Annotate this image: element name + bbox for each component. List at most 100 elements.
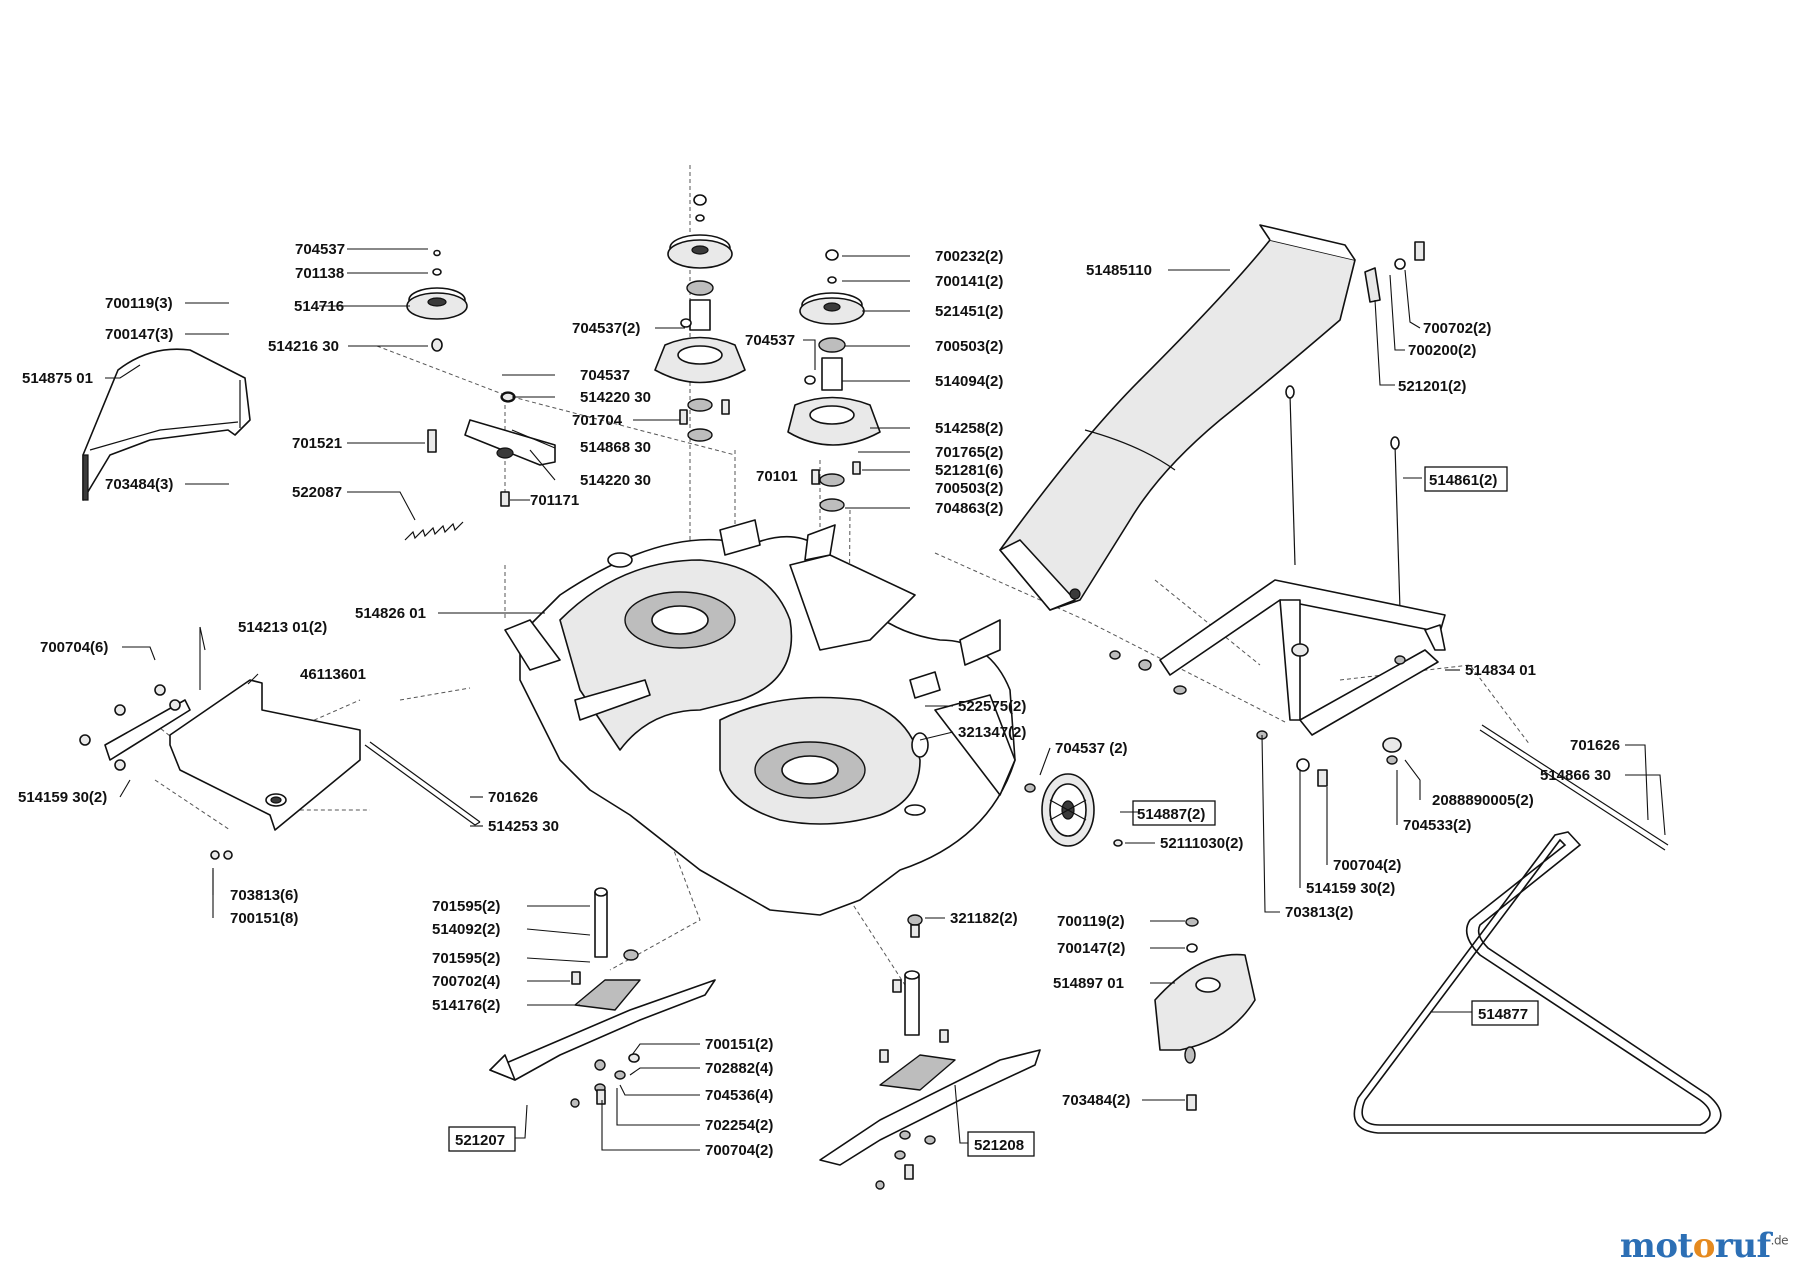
part-label: 700200(2) — [1408, 342, 1476, 359]
part-label: 51485110 — [1086, 262, 1152, 279]
baffle-bracket — [79, 679, 361, 860]
part-label: 514875 01 — [22, 370, 93, 387]
part-label: 70101 — [756, 468, 798, 485]
part-label: 701626 — [488, 789, 538, 806]
part-label: 701521 — [292, 435, 342, 452]
discharge-chute — [999, 224, 1425, 611]
part-label: 514258(2) — [935, 420, 1003, 437]
part-label: 701595(2) — [432, 898, 500, 915]
part-label: 521201(2) — [1398, 378, 1466, 395]
part-label: 514220 30 — [580, 472, 651, 489]
part-label: 514253 30 — [488, 818, 559, 835]
brand-part3: ruf — [1714, 1226, 1771, 1266]
idler-arm — [427, 391, 556, 507]
part-label: 704537(2) — [572, 320, 640, 337]
part-label: 700704(6) — [40, 639, 108, 656]
assembly-lines — [149, 165, 1531, 986]
part-label: 701704 — [572, 412, 623, 429]
spindle-assembly-middle — [654, 194, 746, 442]
part-label-boxed: 514887(2) — [1137, 806, 1205, 823]
part-label: 321347(2) — [958, 724, 1026, 741]
boxed-label-frames — [448, 466, 1539, 1157]
part-label: 700704(2) — [705, 1142, 773, 1159]
part-label: 514866 30 — [1540, 767, 1611, 784]
part-label: 514159 30(2) — [1306, 880, 1395, 897]
v-belt — [1353, 831, 1722, 1134]
part-label: 700503(2) — [935, 480, 1003, 497]
spindle-blade-right — [819, 914, 1041, 1190]
part-label: 704537 (2) — [1055, 740, 1128, 757]
gauge-wheel — [1024, 773, 1123, 847]
part-label: 700503(2) — [935, 338, 1003, 355]
part-label: 522575(2) — [958, 698, 1026, 715]
part-label: 700151(2) — [705, 1036, 773, 1053]
part-label: 514094(2) — [935, 373, 1003, 390]
part-label: 702254(2) — [705, 1117, 773, 1134]
part-label: 700151(8) — [230, 910, 298, 927]
part-label: 704537 — [745, 332, 795, 349]
part-label: 700119(3) — [105, 295, 173, 312]
brand-logo: motoruf.de — [1619, 1226, 1789, 1266]
part-label: 514716 — [294, 298, 344, 315]
pulley-left — [406, 249, 468, 352]
part-label: 700232(2) — [935, 248, 1003, 265]
part-label: 514826 01 — [355, 605, 426, 622]
part-label-boxed: 514877 — [1478, 1006, 1528, 1023]
part-label: 703813(6) — [230, 887, 298, 904]
part-label: 701171 — [530, 492, 579, 509]
part-label: 521451(2) — [935, 303, 1003, 320]
brand-part2: o — [1692, 1226, 1716, 1266]
part-label: 521281(6) — [935, 462, 1003, 479]
part-labels: 704537 701138 700119(3) 514716 700147(3)… — [18, 241, 1620, 1159]
hanger-hardware — [1256, 730, 1402, 787]
part-label: 514868 30 — [580, 439, 651, 456]
part-label: 700702(4) — [432, 973, 500, 990]
part-label: 514176(2) — [432, 997, 500, 1014]
part-label: 700119(2) — [1057, 913, 1125, 930]
spindle-assembly-right — [787, 249, 881, 512]
part-label: 701595(2) — [432, 950, 500, 967]
part-label: 514897 01 — [1053, 975, 1124, 992]
part-label: 514220 30 — [580, 389, 651, 406]
part-label: 2088890005(2) — [1432, 792, 1534, 809]
part-label: 700702(2) — [1423, 320, 1491, 337]
part-label: 700141(2) — [935, 273, 1003, 290]
part-label: 704863(2) — [935, 500, 1003, 517]
part-label: 514092(2) — [432, 921, 500, 938]
part-label: 704537 — [580, 367, 630, 384]
part-label: 701138 — [295, 265, 344, 282]
brand-part1: mot — [1619, 1226, 1693, 1266]
part-label: 704537 — [295, 241, 345, 258]
part-label-boxed: 514861(2) — [1429, 472, 1497, 489]
part-label: 703813(2) — [1285, 904, 1353, 921]
part-label: 700147(2) — [1057, 940, 1125, 957]
rear-rod — [1479, 724, 1669, 851]
part-label: 700147(3) — [105, 326, 173, 343]
part-label: 522087 — [292, 484, 342, 501]
leader-lines — [105, 248, 1666, 1151]
part-label: 702882(4) — [705, 1060, 773, 1077]
part-label: 514216 30 — [268, 338, 339, 355]
spindle-blade-left — [489, 887, 716, 1108]
part-label: 701765(2) — [935, 444, 1003, 461]
part-label: 704536(4) — [705, 1087, 773, 1104]
deck-rod-left — [364, 741, 481, 826]
part-label-boxed: 521207 — [455, 1132, 505, 1149]
part-label: 700704(2) — [1333, 857, 1401, 874]
part-label: 703484(2) — [1062, 1092, 1130, 1109]
part-label-boxed: 521208 — [974, 1137, 1024, 1154]
part-label: 514159 30(2) — [18, 789, 107, 806]
rear-hanger — [1109, 579, 1446, 736]
belt-cover-left — [82, 348, 251, 501]
lift-rods — [1285, 385, 1401, 611]
part-label: 514213 01(2) — [238, 619, 327, 636]
spring — [404, 521, 464, 541]
part-label: 704533(2) — [1403, 817, 1471, 834]
part-label: 321182(2) — [950, 910, 1018, 927]
part-label: 703484(3) — [105, 476, 173, 493]
part-label: 514834 01 — [1465, 662, 1536, 679]
part-label: 52111030(2) — [1160, 835, 1243, 852]
part-label: 46113601 — [300, 666, 366, 683]
